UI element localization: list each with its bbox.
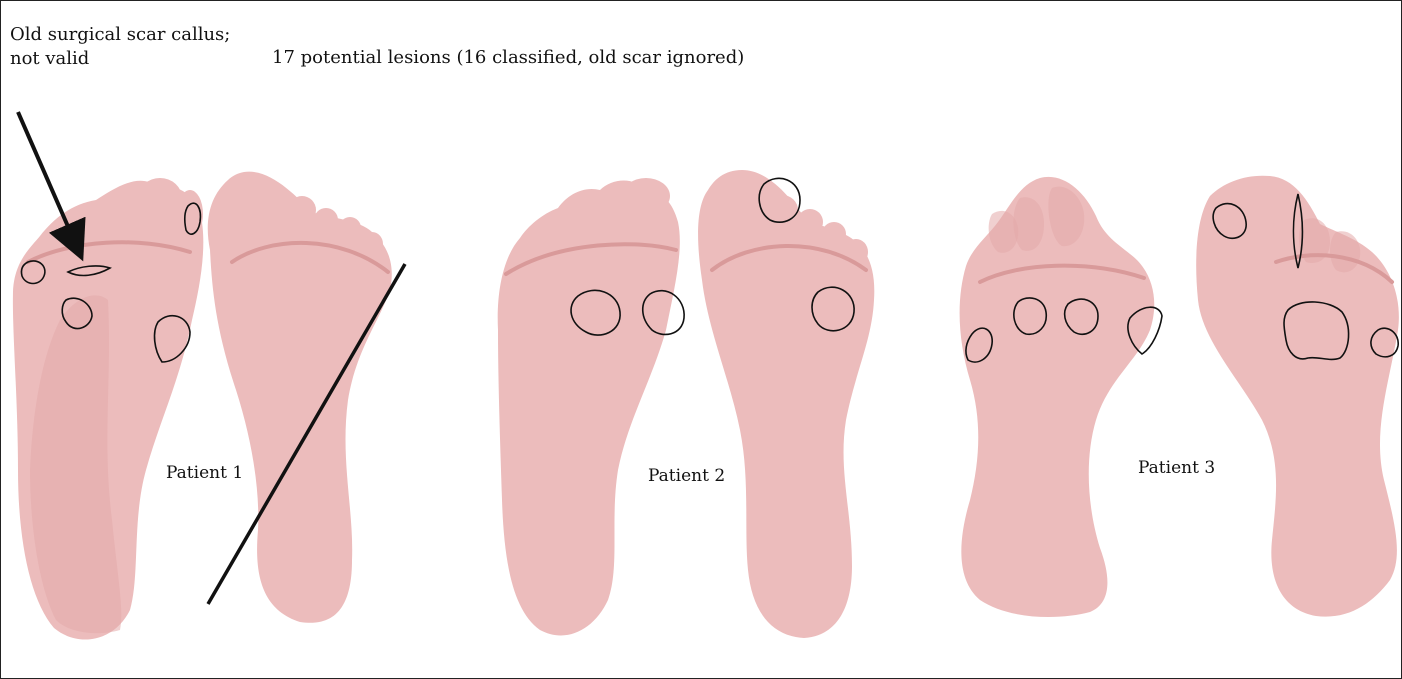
patient-2-right-foot xyxy=(698,170,874,638)
patient-3-right-foot xyxy=(1196,176,1399,617)
scar-note-line2: not valid xyxy=(10,48,89,69)
patient-3-label: Patient 3 xyxy=(1138,458,1215,478)
patient-1-left-foot xyxy=(13,178,203,640)
scar-note-line1: Old surgical scar callus; xyxy=(10,24,230,45)
patient-1-label: Patient 1 xyxy=(166,463,243,483)
patient-2-left-foot xyxy=(498,178,680,635)
patient-2-label: Patient 2 xyxy=(648,466,725,486)
patient-3-left-foot xyxy=(960,177,1155,617)
lesion-summary: 17 potential lesions (16 classified, old… xyxy=(272,47,744,68)
